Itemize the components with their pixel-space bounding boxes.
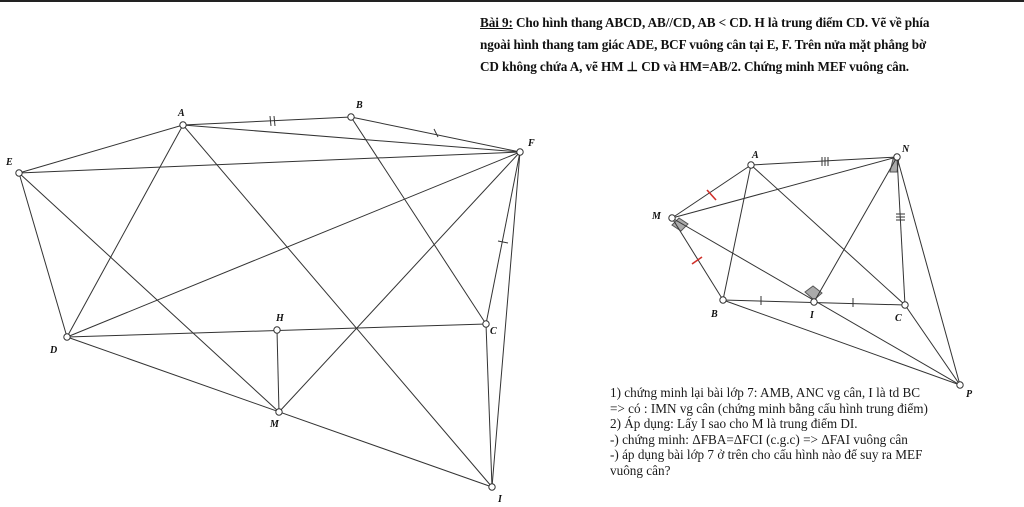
tick-AB-2 xyxy=(273,115,276,127)
note-line-1: 1) chứng minh lại bài lớp 7: AMB, ANC vg… xyxy=(610,385,921,400)
segment-EM xyxy=(18,172,280,413)
point-F xyxy=(516,148,524,156)
segment-IN-right xyxy=(813,156,898,303)
note-line-4: -) chứng minh: ΔFBA=ΔFCI (c.g.c) => ΔFAI… xyxy=(610,431,908,447)
right-figure-labels: A N M B I C P xyxy=(651,144,973,400)
segment-FI xyxy=(491,151,521,488)
point-H xyxy=(273,326,281,334)
solution-notes: 1) chứng minh lại bài lớp 7: AMB, ANC vg… xyxy=(610,385,1020,479)
segment-FA xyxy=(182,124,521,153)
point-A-right xyxy=(747,161,755,169)
left-figure-labels: A B E F H D C M I xyxy=(5,100,535,505)
segment-FD xyxy=(66,151,521,338)
point-I-right xyxy=(810,298,818,306)
problem-statement: Bài 9: Cho hình thang ABCD, AB//CD, AB <… xyxy=(480,12,1020,78)
point-D xyxy=(63,333,71,341)
segment-AB-right xyxy=(722,164,752,301)
label-I-right: I xyxy=(809,310,815,321)
point-M xyxy=(275,408,283,416)
segment-EF xyxy=(18,151,521,174)
segment-NP-right xyxy=(896,156,961,386)
note-line-6: vuông cân? xyxy=(610,462,671,478)
tick-BF xyxy=(433,128,439,138)
point-I xyxy=(488,483,496,491)
segment-AB xyxy=(182,116,352,126)
problem-text-1: Cho hình thang ABCD, AB//CD, AB < CD. H … xyxy=(512,15,930,30)
right-figure xyxy=(668,153,964,389)
segment-AC-right xyxy=(750,164,906,306)
segment-AI xyxy=(182,124,493,488)
label-C-right: C xyxy=(895,313,902,324)
segment-AD xyxy=(66,124,184,338)
label-E-left: E xyxy=(5,157,13,168)
label-P-right: P xyxy=(966,389,973,400)
problem-line-1: Bài 9: Cho hình thang ABCD, AB//CD, AB <… xyxy=(480,12,1020,34)
point-P-right xyxy=(956,381,964,389)
segment-EA xyxy=(18,124,184,174)
segment-BF xyxy=(350,116,521,153)
label-A-left: A xyxy=(177,108,185,119)
label-A-right: A xyxy=(751,150,759,161)
point-B-right xyxy=(719,296,727,304)
label-M-right: M xyxy=(651,211,662,222)
segment-MB-right xyxy=(671,217,724,301)
problem-line-2: ngoài hình thang tam giác ADE, BCF vuông… xyxy=(480,37,927,52)
left-figure xyxy=(15,113,524,491)
tick-AB-1 xyxy=(269,115,272,127)
segment-NC-right xyxy=(896,156,906,306)
tick-MB-red xyxy=(691,256,703,265)
problem-line-3: CD không chứa A, vẽ HM ⊥ CD và HM=AB/2. … xyxy=(480,59,910,74)
segment-BC xyxy=(350,116,487,325)
segment-CP-right xyxy=(904,304,961,386)
label-H-left: H xyxy=(275,313,285,324)
label-M-left: M xyxy=(269,419,280,430)
point-B xyxy=(347,113,355,121)
label-B-left: B xyxy=(355,100,363,111)
label-N-right: N xyxy=(901,144,910,155)
segment-FC xyxy=(485,151,521,325)
point-E xyxy=(15,169,23,177)
segment-FM xyxy=(278,151,521,413)
point-N-right xyxy=(893,153,901,161)
segment-AN-right xyxy=(750,156,898,166)
point-M-right xyxy=(668,214,676,222)
label-I-left: I xyxy=(497,494,503,505)
point-C-right xyxy=(901,301,909,309)
top-border xyxy=(0,0,1024,2)
segment-BP-right xyxy=(722,299,961,386)
point-C xyxy=(482,320,490,328)
label-C-left: C xyxy=(490,326,497,337)
note-line-3: 2) Áp dụng: Lấy I sao cho M là trung điể… xyxy=(610,416,858,432)
segment-CI xyxy=(485,323,493,488)
segment-ED xyxy=(18,172,68,338)
right-angle-I xyxy=(804,285,823,301)
point-A xyxy=(179,121,187,129)
label-B-right: B xyxy=(710,309,718,320)
tick-FC xyxy=(497,240,509,244)
segment-AM-right xyxy=(671,164,752,219)
note-line-2: => có : IMN vg cân (chứng minh bằng cấu … xyxy=(610,400,928,416)
label-F-left: F xyxy=(527,138,535,149)
problem-label: Bài 9: xyxy=(480,15,513,30)
segment-HM xyxy=(276,329,280,413)
label-D-left: D xyxy=(49,345,57,356)
tick-MA-red xyxy=(706,189,717,201)
segment-MN-right xyxy=(671,156,898,219)
note-line-5: -) áp dụng bài lớp 7 ở trên cho cấu hình… xyxy=(610,447,923,463)
